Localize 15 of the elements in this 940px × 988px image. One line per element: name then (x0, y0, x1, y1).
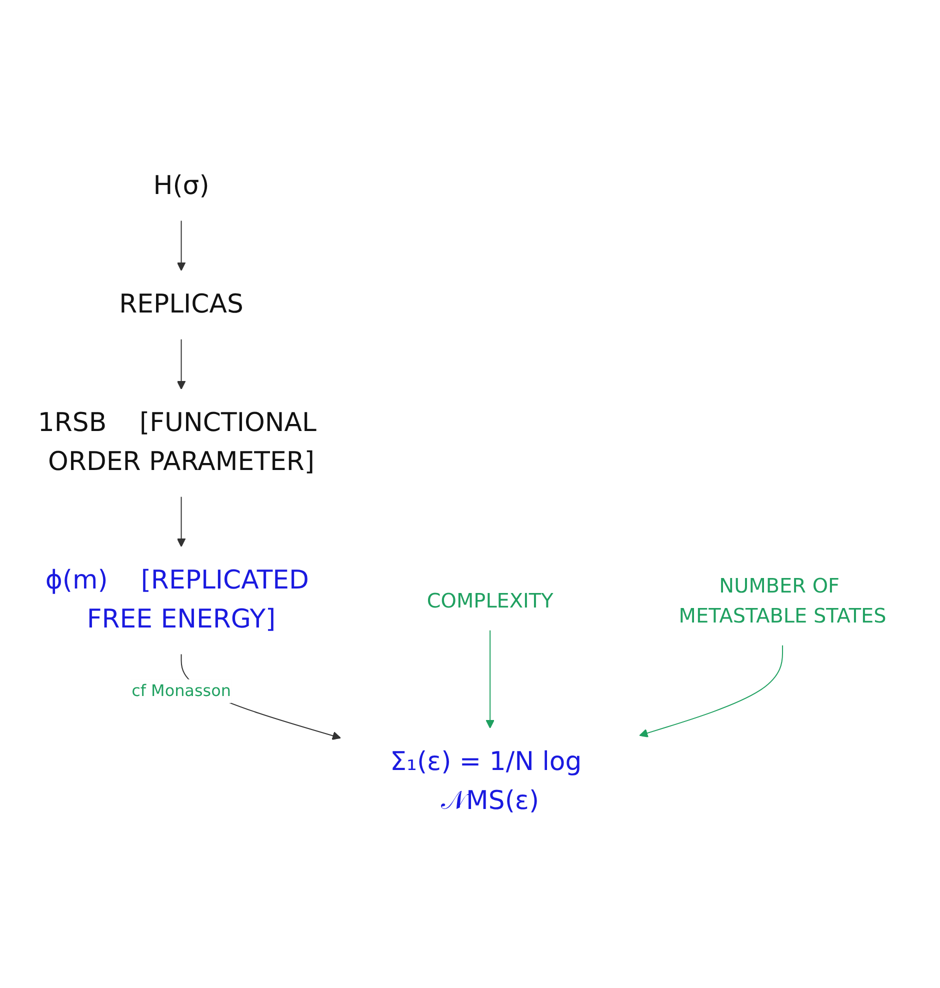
node-text: 1RSB [FUNCTIONAL (38, 408, 316, 438)
node-text: NUMBER OF METASTABLE STATES (678, 574, 886, 628)
node-text: Σ₁(ε) = 1/N log 𝒩MS(ε) (390, 747, 582, 816)
node-text: ϕ(m) [REPLICATED (45, 566, 309, 596)
arrow (176, 339, 186, 390)
node-text: REPLICAS (119, 290, 244, 320)
arrow (639, 645, 784, 738)
node-text: COMPLEXITY (426, 588, 554, 613)
arrow (176, 496, 186, 548)
node-label: ORDER PARAMETER] (48, 447, 314, 478)
edge-label: cf Monasson (132, 681, 231, 700)
node-text: H(σ) (153, 171, 210, 201)
node-label: FREE ENERGY] (86, 604, 276, 635)
arrow (176, 220, 186, 272)
arrow (486, 630, 494, 729)
